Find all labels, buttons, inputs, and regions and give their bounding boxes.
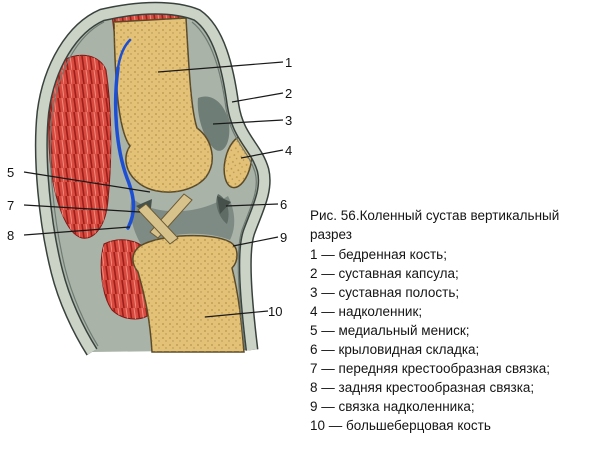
callout-line-6 bbox=[225, 203, 279, 207]
patella-bone bbox=[223, 135, 253, 189]
legend-item-4: 4 — надколенник; bbox=[310, 304, 423, 319]
joint-capsule-layer bbox=[191, 21, 257, 351]
legend-item-9: 9 — связка надколенника; bbox=[310, 399, 475, 414]
legend-item-1: 1 — бедренная кость; bbox=[310, 247, 447, 262]
callout-line-9 bbox=[232, 236, 279, 247]
callout-line-3 bbox=[212, 119, 284, 125]
marker-8: 8 bbox=[7, 228, 15, 243]
callout-line-5 bbox=[23, 171, 151, 193]
marker-5: 5 bbox=[7, 165, 15, 180]
blood-vessel bbox=[113, 38, 136, 230]
cruciate-ligaments bbox=[137, 193, 193, 245]
legend-item-6: 6 — крыловидная складка; bbox=[310, 342, 480, 357]
marker-10: 10 bbox=[268, 304, 283, 319]
legend-item-2: 2 — суставная капсула; bbox=[310, 266, 459, 281]
figure-text-block: Рис. 56.Коленный сустав вертикальный раз… bbox=[310, 206, 598, 435]
marker-3: 3 bbox=[285, 113, 293, 128]
callout-line-2 bbox=[231, 92, 284, 103]
marker-4: 4 bbox=[285, 143, 293, 158]
legend-item-8: 8 — задняя крестообразная связка; bbox=[310, 380, 535, 395]
callout-line-8 bbox=[23, 226, 131, 236]
legend-item-7: 7 — передняя крестообразная связка; bbox=[310, 361, 551, 376]
figure-caption: Рис. 56.Коленный сустав вертикальный раз… bbox=[310, 208, 560, 242]
legend-item-3: 3 — суставная полость; bbox=[310, 285, 460, 300]
legend-item-5: 5 — медиальный мениск; bbox=[310, 323, 470, 338]
legend-item-10: 10 — большеберцовая кость bbox=[310, 418, 491, 433]
callout-line-10 bbox=[204, 310, 269, 318]
callout-line-7 bbox=[23, 204, 141, 213]
callout-lines bbox=[23, 61, 284, 318]
muscle-posterior bbox=[48, 54, 112, 239]
marker-9: 9 bbox=[280, 230, 288, 245]
callout-line-4 bbox=[240, 149, 284, 159]
marker-1: 1 bbox=[285, 55, 293, 70]
marker-6: 6 bbox=[280, 197, 288, 212]
marker-7: 7 bbox=[7, 198, 15, 213]
tibia-bone bbox=[132, 234, 245, 353]
skin-outline bbox=[34, 1, 271, 356]
callout-line-1 bbox=[157, 61, 284, 73]
femur-bone bbox=[113, 17, 213, 193]
marker-2: 2 bbox=[285, 86, 293, 101]
